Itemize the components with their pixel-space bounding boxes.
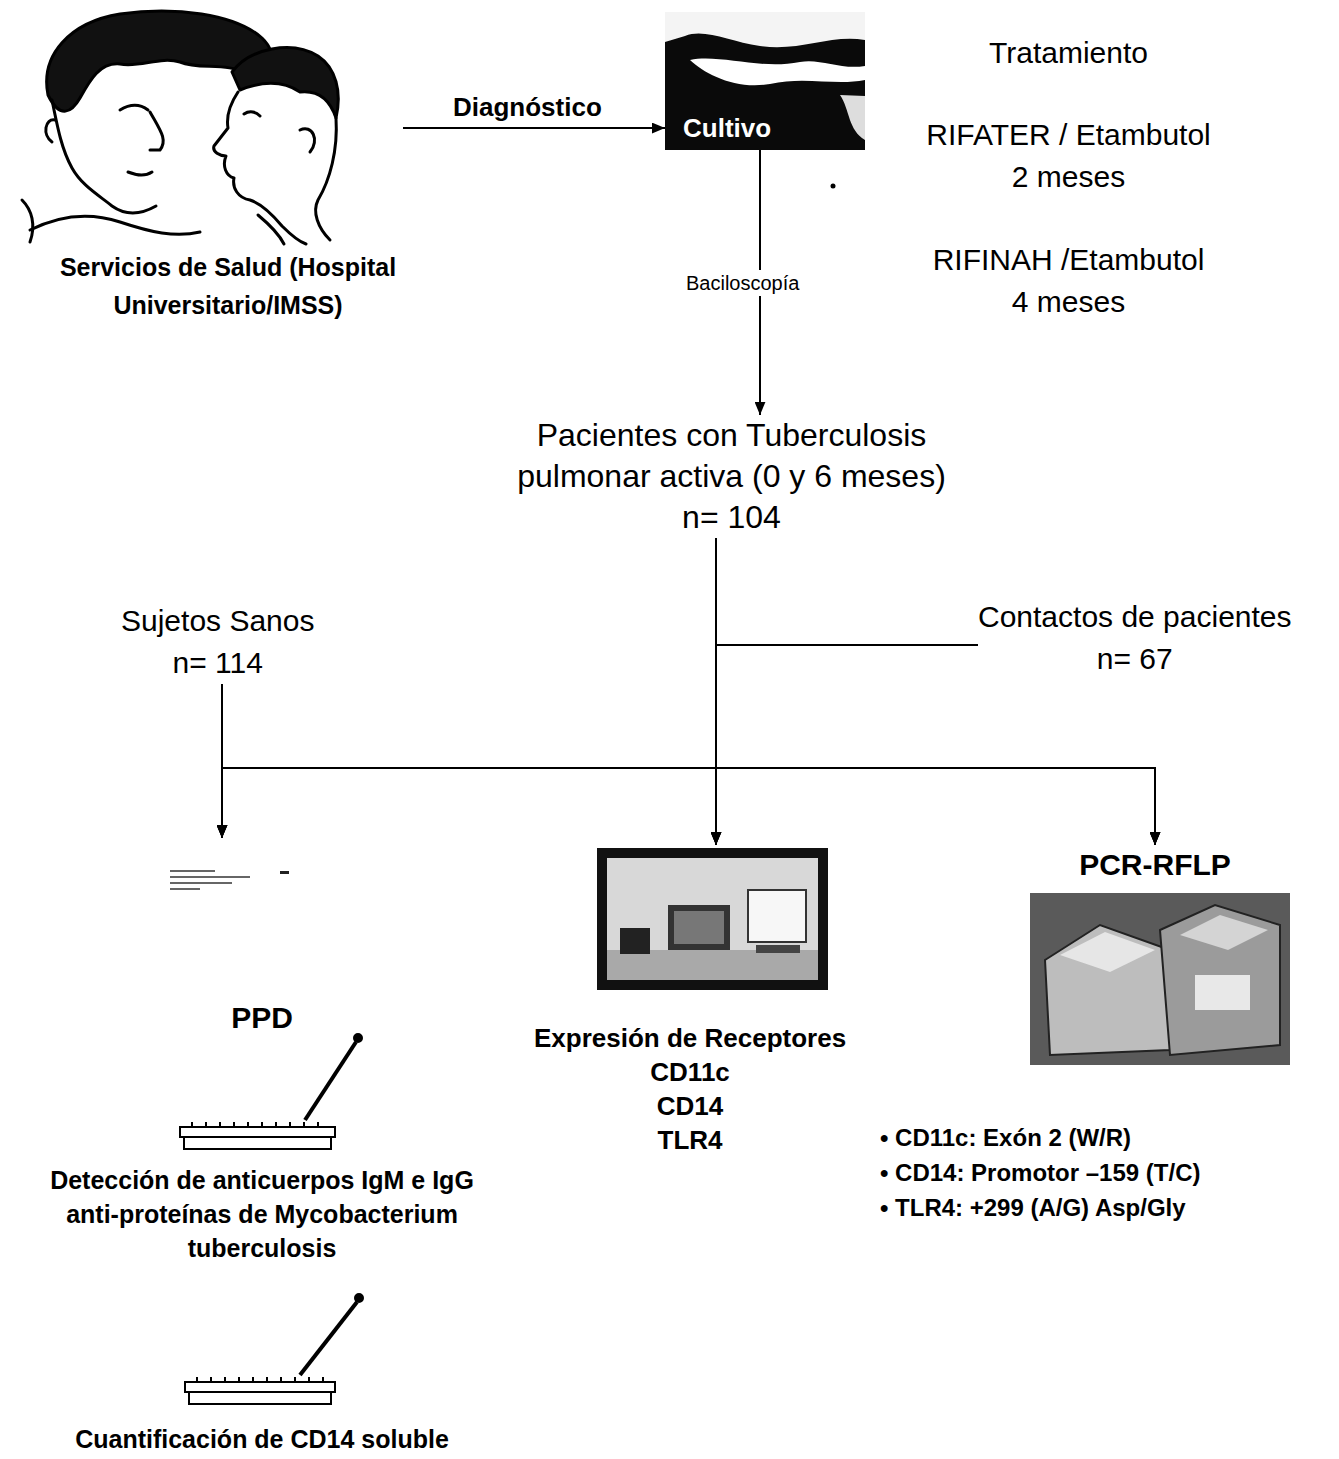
culture-photo-box: Cultivo — [665, 12, 865, 150]
flow-arrow — [716, 538, 1155, 845]
mouth — [128, 172, 152, 175]
photo-ground — [607, 858, 818, 980]
nose — [150, 112, 163, 150]
node-heading: Contactos de pacientes — [978, 596, 1292, 638]
flow-arrow — [222, 684, 716, 845]
method-block: Expresión de ReceptoresCD11cCD14TLR4 — [534, 845, 846, 1157]
node-heading: Expresión de Receptores — [534, 1021, 846, 1055]
node-text: n= 104 — [514, 497, 949, 538]
plate-base — [189, 1392, 331, 1404]
picture-mark — [170, 876, 250, 878]
node-text: CD14 — [534, 1089, 846, 1123]
photo-ground — [1030, 893, 1290, 1065]
plate-wells — [197, 1377, 323, 1382]
photo-highlight — [840, 95, 865, 140]
flow-arrow — [403, 127, 665, 129]
ear — [300, 129, 315, 152]
eye — [120, 106, 148, 111]
picture-mark — [170, 870, 215, 872]
monitor — [748, 890, 806, 942]
pipette — [300, 1302, 357, 1375]
pipette-knob — [355, 1294, 363, 1302]
thermocycler-photo — [1030, 893, 1290, 1065]
node-heading: PCR-RFLP — [880, 845, 1320, 885]
node-text: • CD11c: Exón 2 (W/R) — [880, 1120, 1320, 1155]
picture-mark — [280, 871, 289, 874]
node-text: • TLR4: +299 (A/G) Asp/Gly — [880, 1190, 1320, 1225]
plate-top — [180, 1127, 335, 1137]
method-block: PCR-RFLP • CD11c: Exón 2 (W/R)• CD14: Pro… — [880, 845, 1320, 1225]
photo-ground — [665, 12, 865, 150]
node-heading: Cultivo — [665, 112, 865, 144]
arm — [30, 216, 200, 234]
profile — [214, 92, 306, 244]
source-block: Servicios de Salud (Hospital Universitar… — [53, 5, 403, 324]
photo-highlight — [665, 12, 865, 47]
pipette — [305, 1042, 356, 1120]
node-text: n= 67 — [978, 638, 1292, 680]
ppd-picture — [170, 870, 289, 890]
node-text: TLR4 — [534, 1123, 846, 1157]
flow-arrow — [716, 645, 978, 845]
instrument — [620, 928, 650, 954]
machine-lid — [1180, 915, 1268, 950]
pipette-knob — [354, 1034, 362, 1042]
group-box: Sujetos Sanosn= 114 — [121, 600, 314, 684]
node-heading: Servicios de Salud (Hospital Universitar… — [53, 248, 403, 324]
node-text: RIFINAH /Etambutol 4 meses — [930, 239, 1208, 323]
node-heading: Tratamiento — [923, 32, 1214, 74]
edge-label: Baciloscopía — [682, 270, 803, 296]
speck — [831, 184, 836, 189]
collar — [258, 215, 284, 244]
plate-base — [184, 1137, 331, 1149]
flow-arrow — [222, 538, 716, 838]
node-heading: PPD — [47, 997, 477, 1039]
flow-arrow — [222, 684, 1155, 845]
ear — [46, 120, 55, 142]
photo-frame — [597, 848, 828, 990]
node-heading: Pacientes con Tuberculosis pulmonar acti… — [514, 415, 949, 497]
desk — [607, 950, 818, 980]
elisa-icon — [180, 1034, 362, 1149]
keyboard — [756, 945, 800, 953]
group-box: Contactos de pacientesn= 67 — [978, 596, 1292, 680]
head-back — [316, 118, 337, 240]
node-text: CD11c — [534, 1055, 846, 1089]
node-heading: Sujetos Sanos — [121, 600, 314, 642]
culture-photo — [665, 12, 865, 189]
flow-arrow — [716, 645, 1155, 845]
edge-label: Diagnóstico — [449, 91, 606, 124]
method-block: PPD Detección de anticuerpos IgM e IgG an… — [47, 838, 477, 1455]
monitor — [668, 905, 730, 950]
picture-mark — [170, 888, 200, 890]
photo-highlight — [690, 59, 865, 86]
plate-top — [185, 1382, 335, 1392]
machine-panel — [1195, 975, 1250, 1010]
cytometer-photo — [597, 848, 828, 990]
machine — [1045, 925, 1170, 1055]
face-outline — [52, 100, 156, 213]
eye — [244, 112, 260, 116]
node-text: RIFATER / Etambutol 2 meses — [923, 114, 1214, 198]
node-text: • CD14: Promotor –159 (T/C) — [880, 1155, 1320, 1190]
monitor-screen — [674, 911, 724, 944]
machine-lid — [1060, 932, 1155, 972]
node-text: Detección de anticuerpos IgM e IgG anti-… — [47, 1163, 477, 1265]
picture-mark — [170, 882, 232, 884]
group-box: Pacientes con Tuberculosis pulmonar acti… — [514, 415, 949, 538]
people-drawing — [22, 11, 338, 244]
shoulder — [22, 200, 33, 242]
treatment-block: TratamientoRIFATER / Etambutol 2 mesesRI… — [923, 32, 1214, 323]
hair — [47, 11, 272, 111]
plate-wells — [192, 1122, 318, 1127]
machine — [1160, 905, 1280, 1055]
node-text: Cuantificación de CD14 soluble — [47, 1423, 477, 1455]
hair — [232, 48, 338, 118]
elisa-icon — [185, 1294, 363, 1404]
node-text: n= 114 — [121, 642, 314, 684]
flow-arrow — [222, 645, 978, 838]
